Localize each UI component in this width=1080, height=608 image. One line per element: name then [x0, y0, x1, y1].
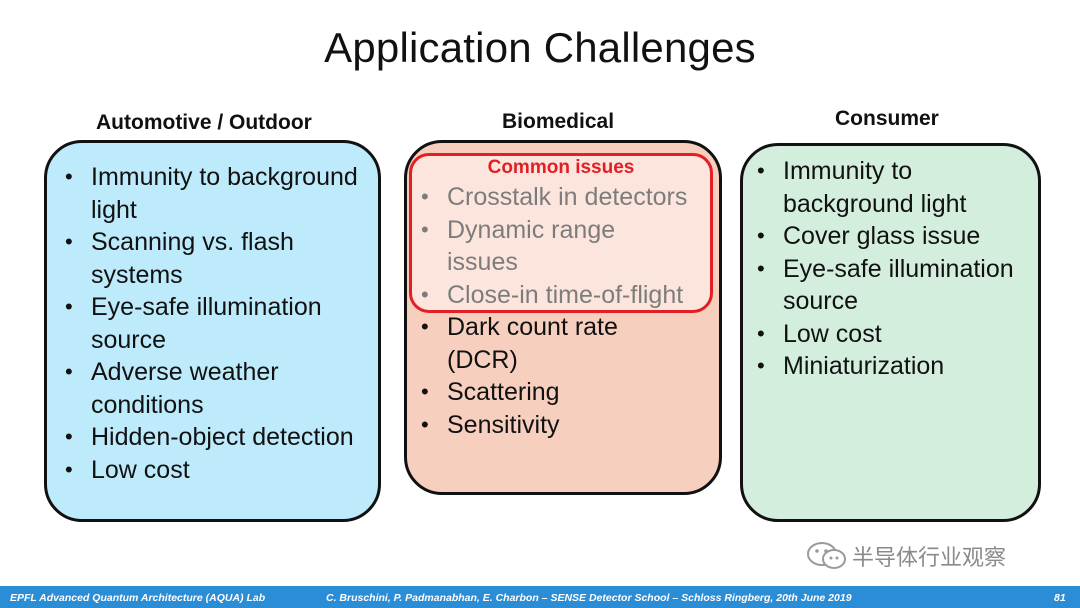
- list-item: Sensitivity: [407, 409, 717, 442]
- list-item: Close-in time-of-flight: [407, 279, 717, 312]
- biomedical-panel: Crosstalk in detectors Dynamic range iss…: [404, 140, 722, 495]
- automotive-panel: Immunity to background light Scanning vs…: [44, 140, 381, 522]
- watermark: 半导体行业观察: [806, 540, 1006, 572]
- list-item: Eye-safe illumination source: [743, 253, 1039, 318]
- consumer-panel: Immunity to background light Cover glass…: [740, 143, 1041, 522]
- watermark-text: 半导体行业观察: [852, 545, 1007, 570]
- common-issues-highlight: [409, 153, 713, 313]
- list-item: Dynamic range issues: [407, 214, 717, 279]
- heading-consumer: Consumer: [835, 107, 939, 130]
- list-item: Immunity to background light: [51, 161, 371, 226]
- list-item: Dark count rate (DCR): [407, 311, 717, 376]
- list-item: Crosstalk in detectors: [407, 181, 717, 214]
- page-number: 81: [1054, 592, 1066, 604]
- list-item: Miniaturization: [743, 350, 1039, 383]
- list-item: Scattering: [407, 376, 717, 409]
- biomedical-list: Crosstalk in detectors Dynamic range iss…: [407, 181, 717, 441]
- heading-biomedical: Biomedical: [502, 110, 615, 133]
- automotive-list: Immunity to background light Scanning vs…: [51, 161, 371, 486]
- footer-authors: C. Bruschini, P. Padmanabhan, E. Charbon…: [326, 592, 852, 604]
- footer-lab: EPFL Advanced Quantum Architecture (AQUA…: [10, 592, 266, 604]
- heading-automotive: Automotive / Outdoor: [96, 111, 312, 134]
- list-item: Immunity to background light: [743, 155, 1039, 220]
- common-issues-label: Common issues: [487, 157, 635, 178]
- wechat-icon: [807, 542, 846, 569]
- list-item: Eye-safe illumination source: [51, 291, 371, 356]
- consumer-list: Immunity to background light Cover glass…: [743, 155, 1039, 383]
- list-item: Cover glass issue: [743, 220, 1039, 253]
- slide-title: Application Challenges: [324, 24, 756, 71]
- list-item: Scanning vs. flash systems: [51, 226, 371, 291]
- list-item: Hidden-object detection: [51, 421, 371, 454]
- list-item: Low cost: [51, 454, 371, 487]
- list-item: Low cost: [743, 318, 1039, 351]
- list-item: Adverse weather conditions: [51, 356, 371, 421]
- footer-bar: EPFL Advanced Quantum Architecture (AQUA…: [0, 586, 1080, 608]
